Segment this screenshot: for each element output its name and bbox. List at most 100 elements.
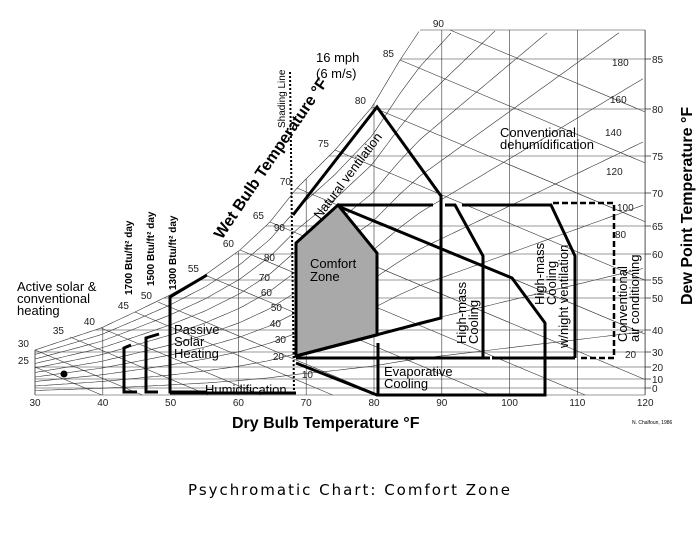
dry-bulb-tick-label: 40 bbox=[97, 398, 109, 409]
humidification-label: Humidification bbox=[205, 382, 287, 397]
relative-humidity-label: 30 bbox=[275, 335, 287, 346]
design-point-marker bbox=[60, 370, 68, 378]
natural-ventilation-boundary bbox=[291, 104, 443, 358]
relative-humidity-label: 60 bbox=[261, 288, 273, 299]
dew-point-tick-label: 60 bbox=[652, 250, 664, 261]
conventional-ac-label: Conventional bbox=[615, 266, 630, 342]
dew-point-tick-label: 65 bbox=[652, 222, 664, 233]
wet-bulb-tick-label: 25 bbox=[18, 356, 30, 367]
dry-bulb-tick-label: 90 bbox=[436, 398, 448, 409]
high-mass-night-label: High-mass bbox=[532, 242, 547, 305]
wind-speed-metric-label: (6 m/s) bbox=[316, 66, 356, 81]
dew-point-tick-label: 50 bbox=[652, 294, 664, 305]
comfort-zone-label-2: Zone bbox=[310, 269, 340, 284]
dew-point-tick-label: 0 bbox=[652, 384, 658, 395]
relative-humidity-curve bbox=[34, 32, 452, 355]
wet-bulb-line bbox=[34, 366, 102, 396]
wet-bulb-tick-label: 90 bbox=[433, 19, 445, 30]
high-mass-night-label-2: Cooling bbox=[544, 261, 559, 305]
relative-humidity-label: 40 bbox=[270, 319, 282, 330]
wet-bulb-tick-label: 30 bbox=[18, 339, 30, 350]
humidity-ratio-label: 20 bbox=[625, 350, 637, 361]
relative-humidity-label: 70 bbox=[259, 273, 271, 284]
high-mass-cooling-boundary bbox=[445, 203, 485, 358]
humidity-ratio-label: 120 bbox=[606, 167, 623, 178]
relative-humidity-curve bbox=[34, 331, 644, 391]
passive-solar-label: Passive bbox=[174, 322, 220, 337]
wet-bulb-tick-label: 70 bbox=[280, 177, 292, 188]
humidity-ratio-label: 180 bbox=[612, 58, 629, 69]
dew-point-tick-label: 75 bbox=[652, 152, 664, 163]
relative-humidity-label: 90 bbox=[274, 223, 286, 234]
relative-humidity-curve bbox=[34, 30, 496, 360]
btu-1500-line bbox=[144, 332, 160, 394]
comfort-zone-label: Comfort bbox=[310, 256, 357, 271]
relative-humidity-label: 20 bbox=[273, 352, 285, 363]
shading-line bbox=[289, 71, 295, 393]
credit-label: N. Chalfoun, 1986 bbox=[632, 420, 673, 426]
dry-bulb-tick-label: 120 bbox=[637, 398, 654, 409]
humidity-ratio-label: 140 bbox=[605, 128, 622, 139]
relative-humidity-label: 80 bbox=[264, 253, 276, 264]
humidity-ratio-label: 160 bbox=[610, 95, 627, 106]
high-mass-cooling-top-mid bbox=[462, 203, 577, 358]
wet-bulb-tick-label: 55 bbox=[188, 264, 200, 275]
high-mass-night-label-3: w/night ventilation bbox=[556, 245, 571, 349]
active-solar-label-3: heating bbox=[17, 303, 60, 318]
wet-bulb-tick-label: 40 bbox=[84, 317, 96, 328]
dry-bulb-tick-label: 110 bbox=[569, 398, 585, 409]
dew-point-tick-label: 85 bbox=[652, 55, 664, 66]
conventional-ac-label-2: air conditioning bbox=[627, 255, 642, 342]
btu-1300-label: 1300 Btu/ft² day bbox=[168, 215, 179, 290]
dew-point-tick-label: 70 bbox=[652, 189, 664, 200]
wet-bulb-tick-label: 50 bbox=[141, 291, 153, 302]
wet-bulb-tick-label: 35 bbox=[53, 326, 65, 337]
humidity-ratio-label: 80 bbox=[615, 230, 627, 241]
saturation-curve bbox=[34, 31, 420, 351]
high-mass-cooling-label: High-mass bbox=[454, 281, 469, 344]
dehumidification-label: Conventional bbox=[500, 125, 576, 140]
relative-humidity-curve bbox=[34, 32, 548, 364]
wet-bulb-tick-label: 65 bbox=[253, 211, 265, 222]
dry-bulb-tick-label: 30 bbox=[29, 398, 41, 409]
x-axis-title: Dry Bulb Temperature °F bbox=[232, 415, 420, 432]
dry-bulb-tick-label: 50 bbox=[165, 398, 177, 409]
passive-solar-label-2: Solar bbox=[174, 334, 205, 349]
wet-bulb-tick-label: 60 bbox=[223, 239, 235, 250]
wet-bulb-tick-label: 75 bbox=[318, 139, 330, 150]
dehumidification-label-2: dehumidification bbox=[500, 137, 594, 152]
relative-humidity-label: 50 bbox=[271, 303, 283, 314]
wet-bulb-line bbox=[157, 301, 380, 396]
wet-bulb-line bbox=[69, 336, 209, 396]
wet-bulb-line bbox=[134, 311, 333, 396]
relative-humidity-label: 10 bbox=[302, 370, 314, 381]
wet-bulb-line bbox=[399, 59, 646, 164]
btu-1500-label: 1500 Btu/ft² day bbox=[146, 211, 157, 286]
dew-point-tick-label: 80 bbox=[652, 105, 664, 116]
evaporative-cooling-label: Evaporative bbox=[384, 364, 453, 379]
dew-point-tick-label: 30 bbox=[652, 348, 664, 359]
btu-1700-label: 1700 Btu/ft² day bbox=[124, 220, 135, 295]
wet-bulb-line bbox=[100, 327, 261, 396]
wet-bulb-line bbox=[449, 29, 646, 113]
dew-point-tick-label: 40 bbox=[652, 326, 664, 337]
right-axis-title: Dew Point Temperature °F bbox=[679, 107, 696, 305]
wet-bulb-axis-title: Wet Bulb Temperature °F bbox=[211, 75, 331, 242]
active-solar-label-2: conventional bbox=[17, 291, 90, 306]
dew-point-tick-label: 10 bbox=[652, 375, 664, 386]
humidity-ratio-label: 100 bbox=[617, 203, 634, 214]
wet-bulb-tick-label: 45 bbox=[118, 301, 130, 312]
evaporative-cooling-label-2: Cooling bbox=[384, 376, 428, 391]
dry-bulb-tick-label: 100 bbox=[501, 398, 518, 409]
dry-bulb-tick-label: 60 bbox=[233, 398, 245, 409]
dew-point-tick-label: 20 bbox=[652, 363, 664, 374]
wind-speed-label: 16 mph bbox=[316, 50, 359, 65]
dry-bulb-tick-label: 80 bbox=[368, 398, 380, 409]
wet-bulb-tick-label: 80 bbox=[355, 96, 367, 107]
dew-point-tick-label: 55 bbox=[652, 276, 664, 287]
conventional-ac-boundary bbox=[553, 201, 616, 360]
wet-bulb-tick-label: 85 bbox=[383, 49, 395, 60]
dry-bulb-tick-label: 70 bbox=[301, 398, 313, 409]
